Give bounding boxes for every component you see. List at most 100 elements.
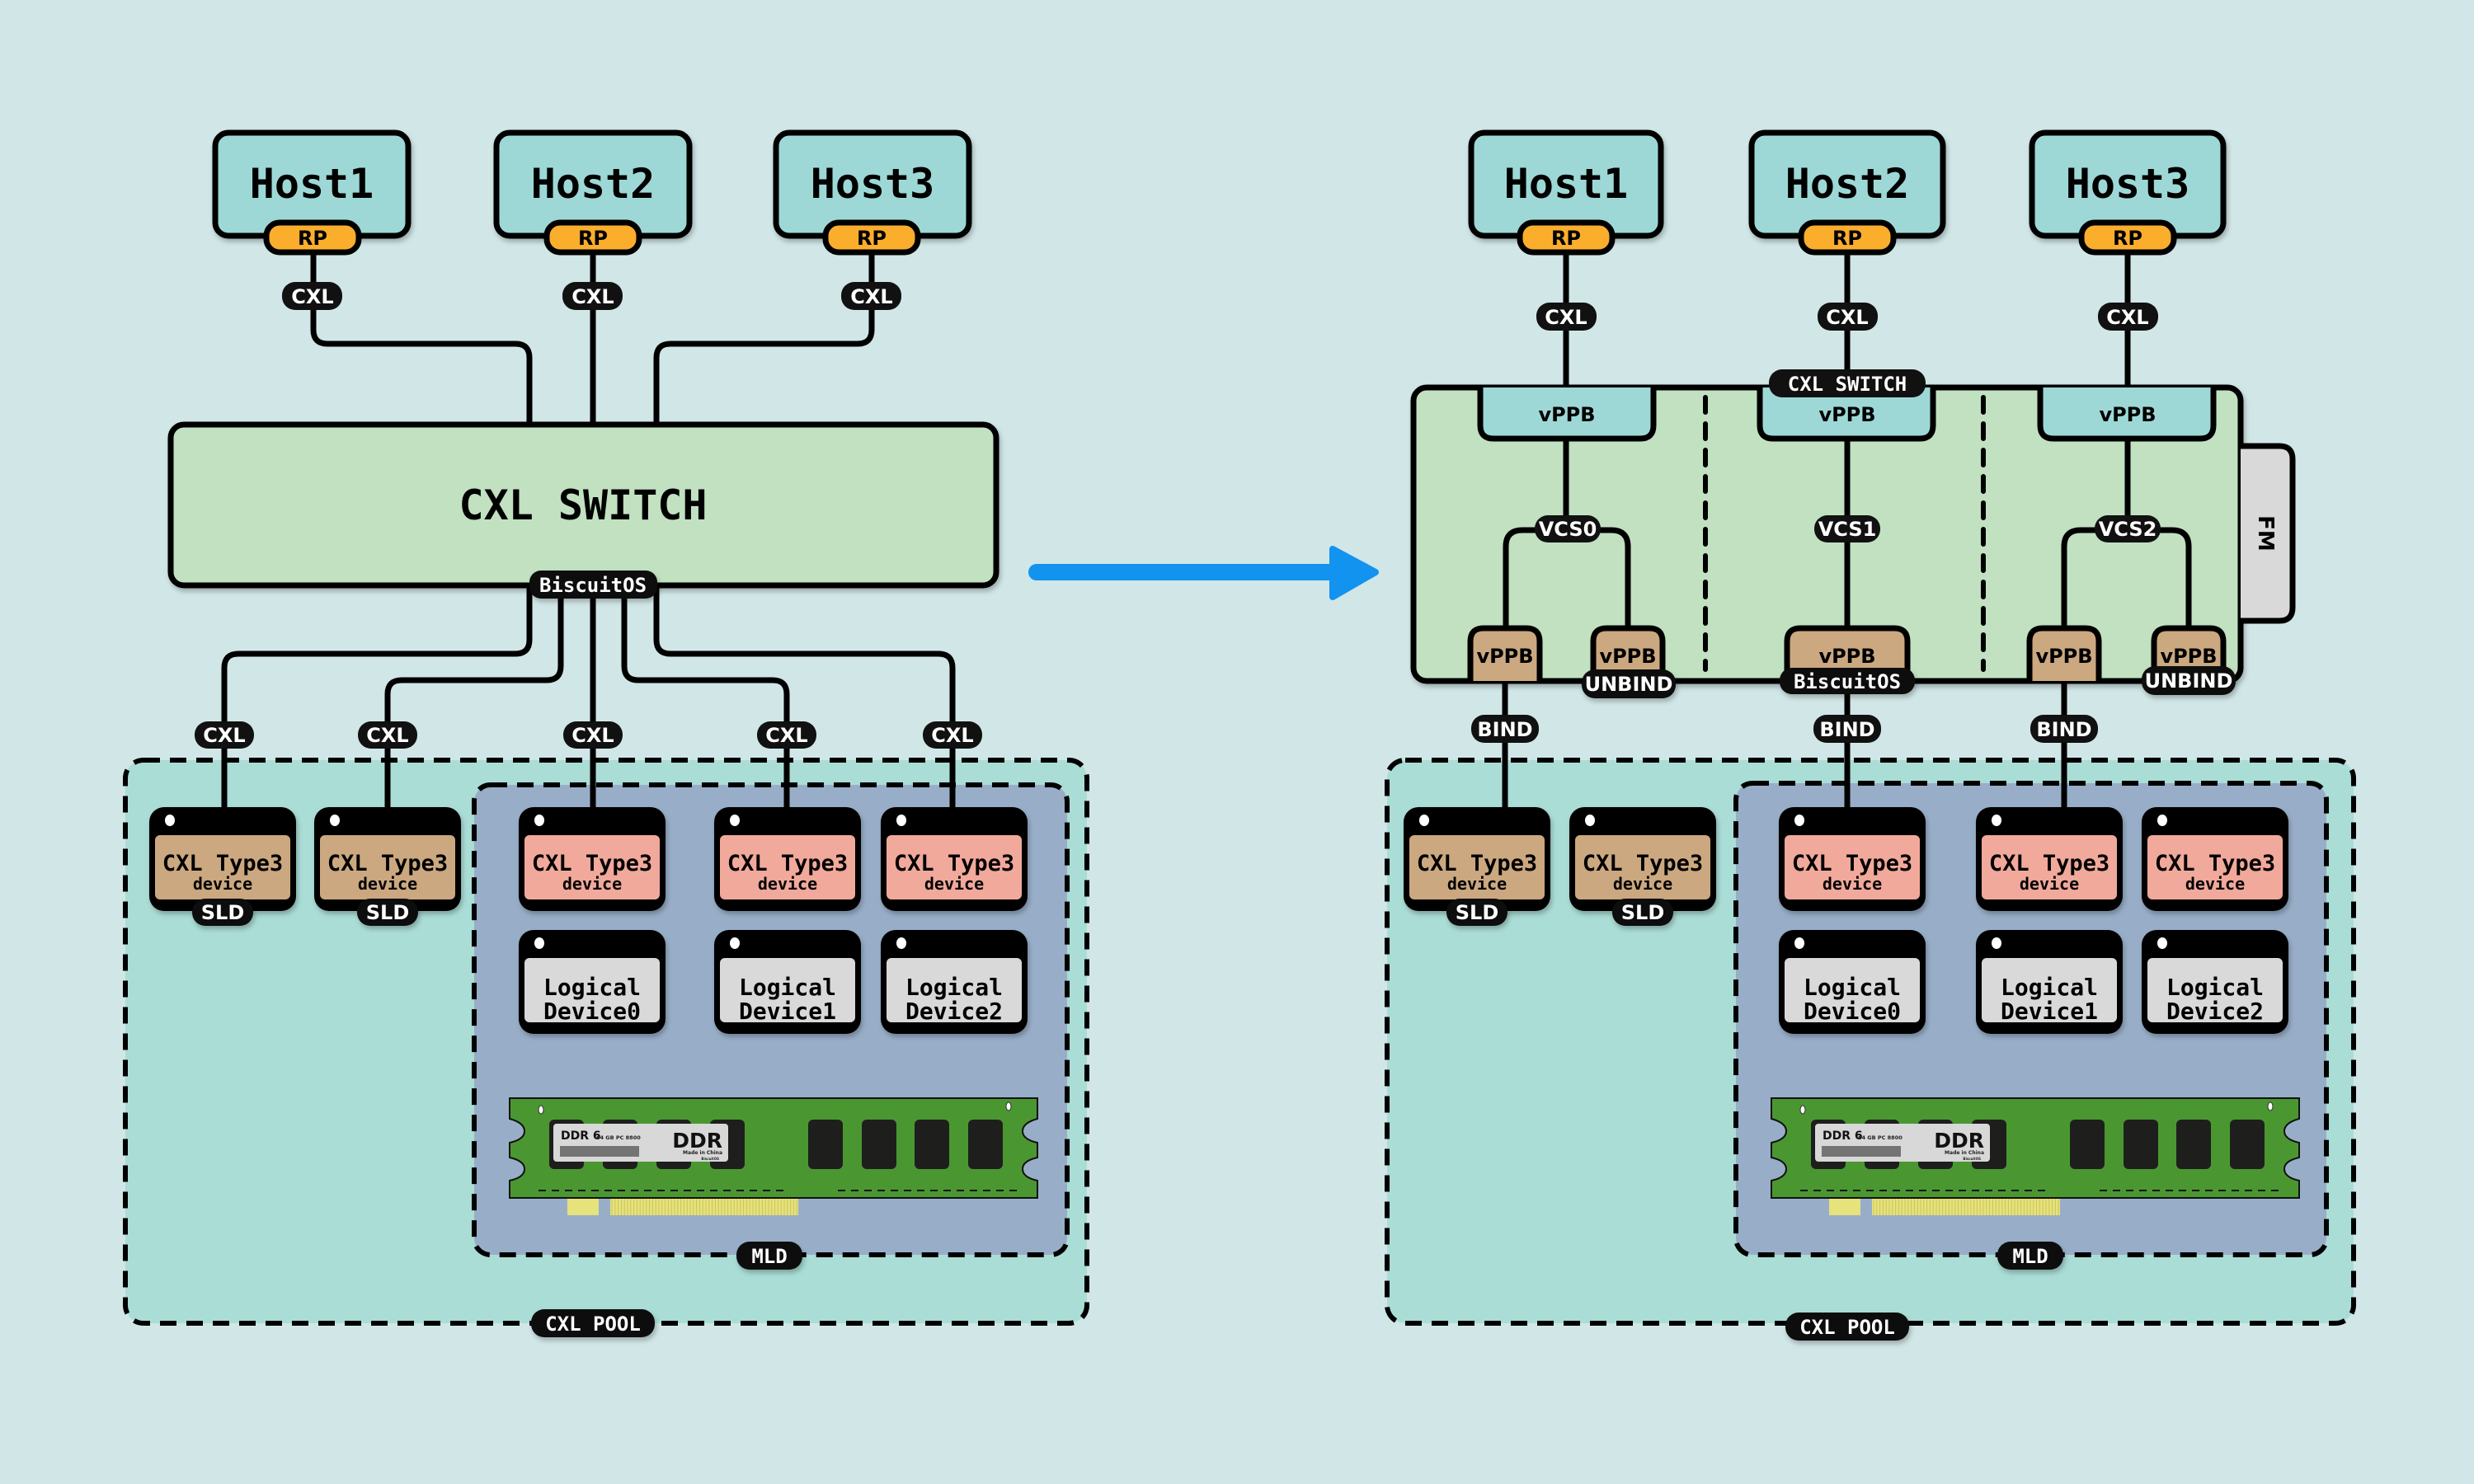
downstream-vppb-label: vPPB <box>2160 645 2217 668</box>
bind-badge[interactable] <box>1813 715 1881 743</box>
sld-badge <box>1612 899 1673 926</box>
device-title: Logical <box>543 974 641 1001</box>
link-pill <box>282 282 342 310</box>
device-title: Logical <box>905 974 1003 1001</box>
downstream-vppb-1[interactable] <box>1590 625 1666 681</box>
status-led-icon <box>330 815 340 826</box>
device-subtitle: device <box>2020 874 2079 894</box>
unbind-badge[interactable] <box>2142 666 2236 695</box>
root-port-label: RP <box>578 227 608 250</box>
device-subtitle: device <box>193 874 252 894</box>
dimm-pins <box>1829 1198 1860 1215</box>
device-body <box>1785 835 1920 899</box>
device-subtitle: device <box>1613 874 1672 894</box>
link-label: CXL <box>2106 306 2148 329</box>
dimm-pins <box>610 1198 798 1215</box>
left-mld-badge <box>736 1242 802 1270</box>
bind-label: BIND <box>1819 718 1874 741</box>
device-title: Logical <box>2001 974 2098 1001</box>
host-label: Host1 <box>1504 160 1629 208</box>
link-label: CXL <box>571 285 614 308</box>
root-port <box>543 219 642 256</box>
device-title: Logical <box>1804 974 1901 1001</box>
device-title: CXL Type3 <box>532 851 652 876</box>
dimm-type: DDR 6 <box>561 1129 601 1143</box>
left-host-3[interactable]: Host3 RP CXL <box>773 129 972 310</box>
link-pill <box>358 721 417 749</box>
dimm-origin: Made in China <box>1945 1150 1984 1156</box>
right-mld-label: MLD <box>2012 1245 2048 1268</box>
status-led-icon <box>896 815 906 826</box>
dimm-spec: 64 GB PC 8800 <box>596 1134 641 1141</box>
status-led-icon <box>1992 815 2001 826</box>
dimm-vendor: BiscuitOS <box>701 1157 719 1161</box>
memory-chip <box>2230 1120 2265 1169</box>
device-subtitle: Device0 <box>543 998 641 1025</box>
memory-chip <box>968 1120 1003 1169</box>
upstream-vppb-0[interactable] <box>1477 387 1657 442</box>
left-topology: CXL SWITCH BiscuitOS Host1 RP CXL Host2 … <box>123 129 1089 1337</box>
status-led-icon <box>534 815 544 826</box>
upstream-vppb-2[interactable] <box>2037 387 2217 442</box>
host-label: Host2 <box>531 160 656 208</box>
root-port <box>1798 219 1897 256</box>
host-label: Host3 <box>2066 160 2190 208</box>
bind-badge[interactable] <box>2030 715 2098 743</box>
left-switch-label: CXL SWITCH <box>459 481 707 529</box>
device-title: CXL Type3 <box>162 851 283 876</box>
downstream-vppb-label: vPPB <box>1599 645 1656 668</box>
link-pill <box>562 282 623 310</box>
fabric-manager-tab[interactable] <box>2241 443 2296 624</box>
bind-label: BIND <box>2036 718 2091 741</box>
device-body <box>155 835 290 899</box>
link-pill <box>1818 303 1878 331</box>
left-host-1[interactable]: Host1 RP CXL <box>212 129 412 310</box>
right-pool-label: CXL POOL <box>1799 1316 1895 1339</box>
left-pool-badge <box>531 1309 655 1337</box>
dimm-pcb <box>509 1097 1038 1199</box>
sld-label: SLD <box>1456 901 1499 924</box>
transition-arrow <box>1028 546 1379 600</box>
biscuitos-badge <box>1780 668 1915 694</box>
device-body <box>524 958 660 1022</box>
downstream-vppb-0[interactable] <box>1467 625 1543 681</box>
device-body <box>1785 958 1920 1022</box>
unbind-badge[interactable] <box>1582 669 1676 698</box>
right-host-1[interactable]: Host1 RP CXL <box>1468 129 1664 331</box>
left-pool-label: CXL POOL <box>545 1313 641 1336</box>
device-subtitle: device <box>1823 874 1882 894</box>
right-host-3[interactable]: Host3 RP CXL <box>2029 129 2227 331</box>
downstream-vppb-3[interactable] <box>2026 625 2102 681</box>
link-pill <box>757 721 816 749</box>
left-host-2[interactable]: Host2 RP CXL <box>493 129 693 310</box>
upstream-vppb-label: vPPB <box>1538 403 1595 426</box>
right-host-2[interactable]: Host2 RP CXL <box>1748 129 1946 331</box>
bind-badge[interactable] <box>1471 715 1539 743</box>
root-port <box>1517 219 1616 256</box>
status-led-icon <box>534 937 544 949</box>
left-wire-down-4 <box>621 584 790 826</box>
left-downstream-links: CXL CXL CXL CXL CXL <box>195 721 982 749</box>
upstream-vppb-1[interactable] <box>1757 387 1936 442</box>
upstream-vppb-label: vPPB <box>1818 403 1875 426</box>
vcs-pill <box>1535 515 1601 542</box>
upstream-vppb-label: vPPB <box>2099 403 2156 426</box>
left-wire-down-2 <box>384 584 564 808</box>
